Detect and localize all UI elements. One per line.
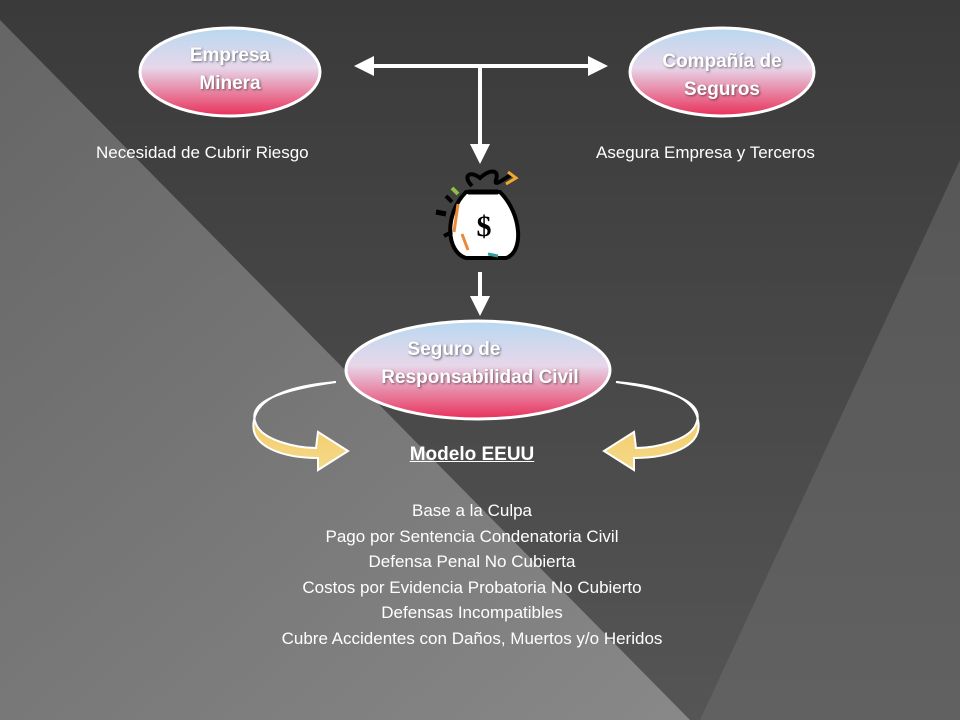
list-item: Pago por Sentencia Condenatoria Civil [325,526,619,546]
mining-company-label: Empresa Minera [150,42,310,98]
oval-mining-company [138,26,322,118]
liability-insurance-label: Seguro de Responsabilidad Civil [340,336,620,392]
list-item: Cubre Accidentes con Daños, Muertos y/o … [281,628,663,648]
background-diagonal-panel-right [700,160,960,720]
oval-liability-insurance [344,319,612,421]
caption-insures-company: Asegura Empresa y Terceros [596,143,815,162]
list-item: Defensas Incompatibles [381,603,563,623]
curved-arrow-left [252,381,350,472]
caption-risk-need: Necesidad de Cubrir Riesgo [96,143,309,162]
list-item: Defensa Penal No Cubierta [368,552,576,572]
oval-insurance-company [628,26,816,118]
liability-insurance-line2: Responsabilidad Civil [381,367,579,388]
insurance-company-line2: Seguros [683,79,761,100]
list-item: Costos por Evidencia Probatoria No Cubie… [302,577,642,597]
svg-text:$: $ [477,210,492,243]
feature-list: Base a la Culpa Pago por Sentencia Conde… [160,498,784,652]
mining-company-line2: Minera [199,73,261,94]
insurance-company-label: Compañía de Seguros [632,48,812,104]
liability-insurance-line1: Seguro de [407,339,501,360]
insurance-company-line1: Compañía de [662,51,782,72]
curved-arrow-right [602,381,700,472]
money-bag-icon: $ [435,169,520,260]
list-item: Base a la Culpa [411,501,533,520]
model-title: Modelo EEUU [409,444,535,465]
mining-company-line1: Empresa [189,45,271,66]
